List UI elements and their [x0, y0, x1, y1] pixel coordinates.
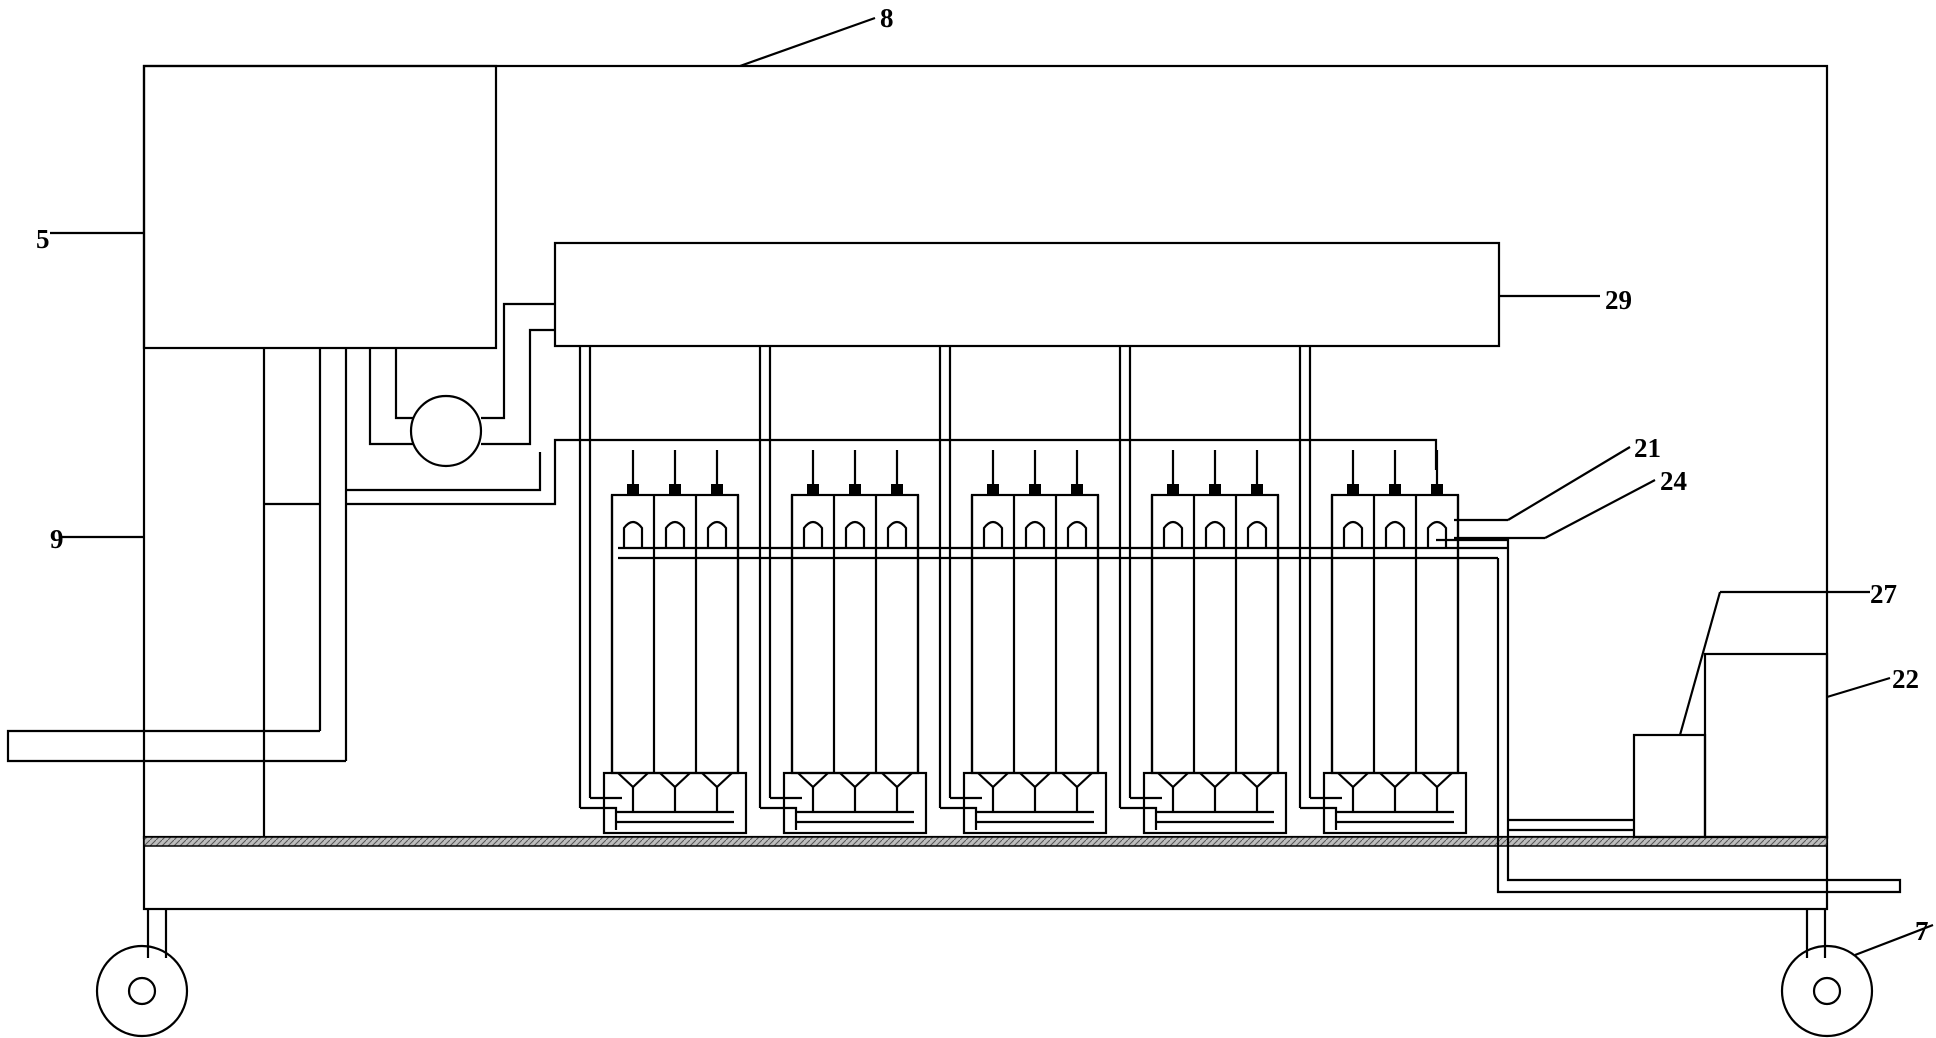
- outlet-cone: [1157, 772, 1189, 789]
- controller-box: [1632, 733, 1707, 839]
- filter-groups: [578, 346, 1468, 835]
- outlet-cone: [1421, 772, 1453, 789]
- outlet-cone: [977, 772, 1009, 789]
- support-frame: [782, 771, 928, 835]
- filter-housing: [1150, 493, 1280, 775]
- outlet-cone: [1337, 772, 1369, 789]
- leader-lines: [50, 16, 1934, 957]
- base-platform: [142, 835, 1829, 911]
- valve-icon: [1209, 484, 1221, 494]
- u-bend-connector: [622, 520, 644, 548]
- pump-circuit: [346, 302, 1438, 506]
- riser-elbow: [760, 806, 798, 830]
- support-frame: [602, 771, 748, 835]
- cabinet-box: [1703, 652, 1829, 839]
- filter-group: [578, 346, 748, 835]
- tank-outlet-pipes: [6, 348, 348, 837]
- label-header-tank: 29: [1605, 285, 1632, 315]
- distributor-pipe: [618, 538, 1902, 894]
- filter-housing: [610, 493, 740, 775]
- outlet-cone: [701, 772, 733, 789]
- label-pipe-left: 9: [50, 524, 64, 554]
- u-bend-connector: [886, 520, 908, 548]
- label-tank: 5: [36, 224, 50, 254]
- label-cartridge: 21: [1634, 433, 1661, 463]
- u-bend-connector: [802, 520, 824, 548]
- valve-icon: [987, 484, 999, 494]
- outlet-cone: [659, 772, 691, 789]
- header-tank: [553, 241, 1501, 348]
- u-bend-connector: [664, 520, 686, 548]
- filter-housing: [1330, 493, 1460, 775]
- label-controller: 27: [1870, 579, 1897, 609]
- u-bend-connector: [1384, 520, 1406, 548]
- filter-group: [758, 346, 928, 835]
- valve-icon: [849, 484, 861, 494]
- outlet-cone: [839, 772, 871, 789]
- filter-housing: [970, 493, 1100, 775]
- valve-icon: [669, 484, 681, 494]
- u-bend-connector: [1246, 520, 1268, 548]
- hatched-floor: [143, 836, 1828, 847]
- pump-icon: [409, 394, 483, 468]
- outlet-cone: [617, 772, 649, 789]
- support-frame: [1322, 771, 1468, 835]
- u-bend-connector: [1426, 520, 1448, 548]
- valve-icon: [1167, 484, 1179, 494]
- u-bend-connector: [1066, 520, 1088, 548]
- wheel-right: [1780, 909, 1874, 1038]
- u-bend-connector: [844, 520, 866, 548]
- outlet-cone: [881, 772, 913, 789]
- wheel-left: [95, 909, 189, 1038]
- label-wheel: 7: [1915, 916, 1929, 946]
- riser-elbow: [580, 806, 618, 830]
- main-frame: [142, 64, 1829, 840]
- label-frame: 8: [880, 3, 894, 33]
- valve-icon: [711, 484, 723, 494]
- valve-icon: [1071, 484, 1083, 494]
- filter-group: [938, 346, 1108, 835]
- u-bend-connector: [982, 520, 1004, 548]
- valve-icon: [627, 484, 639, 494]
- valve-icon: [807, 484, 819, 494]
- support-frame: [962, 771, 1108, 835]
- filter-group: [1118, 346, 1288, 835]
- outlet-cone: [1199, 772, 1231, 789]
- u-bend-connector: [1162, 520, 1184, 548]
- outlet-cone: [1379, 772, 1411, 789]
- riser-elbow: [1300, 806, 1338, 830]
- u-bend-connector: [1204, 520, 1226, 548]
- outlet-cone: [1019, 772, 1051, 789]
- outlet-cone: [1061, 772, 1093, 789]
- label-distributor: 24: [1660, 466, 1687, 496]
- valve-icon: [891, 484, 903, 494]
- valve-icon: [1251, 484, 1263, 494]
- support-frame: [1142, 771, 1288, 835]
- outlet-cone: [1241, 772, 1273, 789]
- u-bend-connector: [1024, 520, 1046, 548]
- valve-icon: [1347, 484, 1359, 494]
- tank-box: [142, 64, 498, 350]
- outlet-cone: [797, 772, 829, 789]
- filter-housing: [790, 493, 920, 775]
- valve-icon: [1029, 484, 1041, 494]
- filter-group: [1298, 346, 1468, 835]
- valve-icon: [1389, 484, 1401, 494]
- label-cabinet: 22: [1892, 664, 1919, 694]
- u-bend-connector: [1342, 520, 1364, 548]
- riser-elbow: [1120, 806, 1158, 830]
- riser-elbow: [940, 806, 978, 830]
- u-bend-connector: [706, 520, 728, 548]
- valve-icon: [1431, 484, 1443, 494]
